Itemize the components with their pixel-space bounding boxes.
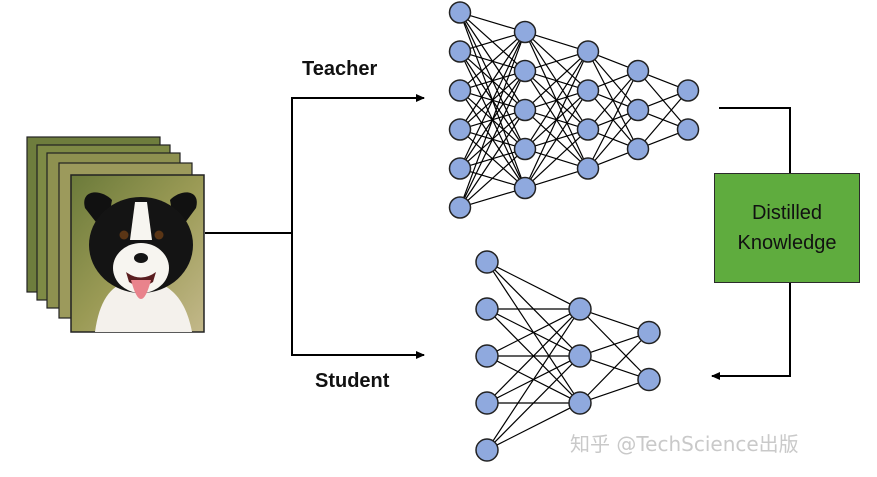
teacher-connection <box>465 40 520 122</box>
teacher-connection <box>594 117 632 161</box>
teacher-node <box>513 20 537 44</box>
student-connection <box>590 311 639 330</box>
student-connection <box>590 335 639 354</box>
teacher-connection <box>530 59 583 141</box>
student-connection <box>590 382 639 401</box>
teacher-connection <box>597 152 629 166</box>
teacher-connection <box>469 14 516 30</box>
teacher-node <box>576 118 600 141</box>
teacher-connection <box>469 190 516 206</box>
student-node <box>475 438 499 462</box>
teacher-node <box>448 118 472 141</box>
student-connection <box>496 313 571 352</box>
teacher-connection <box>644 98 682 142</box>
teacher-connection <box>530 98 583 180</box>
student-node <box>568 344 592 368</box>
teacher-node <box>448 157 472 180</box>
teacher-connection <box>597 74 629 88</box>
teacher-connection <box>534 34 579 49</box>
teacher-connection <box>465 118 520 200</box>
teacher-connections <box>463 14 682 206</box>
student-connection <box>492 317 575 442</box>
teacher-node <box>576 79 600 102</box>
teacher-connection <box>463 41 522 198</box>
teacher-connection <box>647 93 679 107</box>
teacher-connection <box>467 155 518 201</box>
student-node <box>568 297 592 321</box>
dog-photo <box>70 174 205 333</box>
student-network <box>475 250 661 462</box>
teacher-connection <box>469 34 516 50</box>
teacher-node <box>513 176 537 200</box>
student-node <box>475 391 499 415</box>
student-arrow <box>291 233 425 359</box>
teacher-node <box>513 98 537 122</box>
teacher-node <box>513 137 537 161</box>
student-node <box>568 391 592 415</box>
teacher-connection <box>597 54 629 68</box>
student-connection <box>494 316 573 396</box>
teacher-connection <box>532 136 581 182</box>
teacher-connection <box>534 54 579 69</box>
student-connection <box>496 266 571 305</box>
teacher-node <box>626 59 650 83</box>
teacher-arrow <box>291 94 425 233</box>
teacher-connection <box>647 132 679 146</box>
teacher-connection <box>532 58 581 104</box>
teacher-node <box>626 137 650 161</box>
teacher-node <box>676 79 700 102</box>
teacher-node <box>513 59 537 83</box>
teacher-connection <box>463 41 522 160</box>
teacher-connection <box>528 60 585 179</box>
teacher-connection <box>647 74 679 88</box>
distilled-knowledge-line1: Distilled <box>751 202 823 224</box>
student-connection <box>494 363 573 443</box>
watermark: 知乎 @TechScience出版 <box>570 432 799 456</box>
student-node <box>637 367 661 392</box>
teacher-label: Teacher <box>302 58 378 80</box>
teacher-node <box>676 118 700 141</box>
teacher-node <box>576 157 600 180</box>
teacher-node <box>626 98 650 122</box>
teacher-node <box>448 1 472 24</box>
connector-lines <box>205 94 791 380</box>
teacher-connection <box>467 38 518 84</box>
student-node <box>475 250 499 274</box>
student-connections <box>492 266 642 446</box>
distilled-knowledge-box: Distilled Knowledge <box>714 173 860 283</box>
teacher-connection <box>463 80 522 199</box>
student-node <box>475 344 499 368</box>
student-node <box>637 320 661 345</box>
teacher-to-knowledge-line <box>719 107 791 173</box>
student-connection <box>496 407 571 446</box>
student-label: Student <box>315 370 390 392</box>
student-connection <box>587 339 642 396</box>
teacher-connection <box>534 171 579 186</box>
teacher-node <box>448 196 472 219</box>
teacher-node <box>576 40 600 63</box>
image-stack <box>26 136 205 333</box>
teacher-node <box>448 79 472 102</box>
teacher-network <box>448 1 700 219</box>
student-node <box>475 297 499 321</box>
knowledge-to-student-arrow <box>711 283 791 380</box>
distilled-knowledge-line2: Knowledge <box>737 232 837 254</box>
teacher-node <box>448 40 472 63</box>
teacher-connection <box>594 78 632 122</box>
teacher-connection <box>592 80 634 160</box>
